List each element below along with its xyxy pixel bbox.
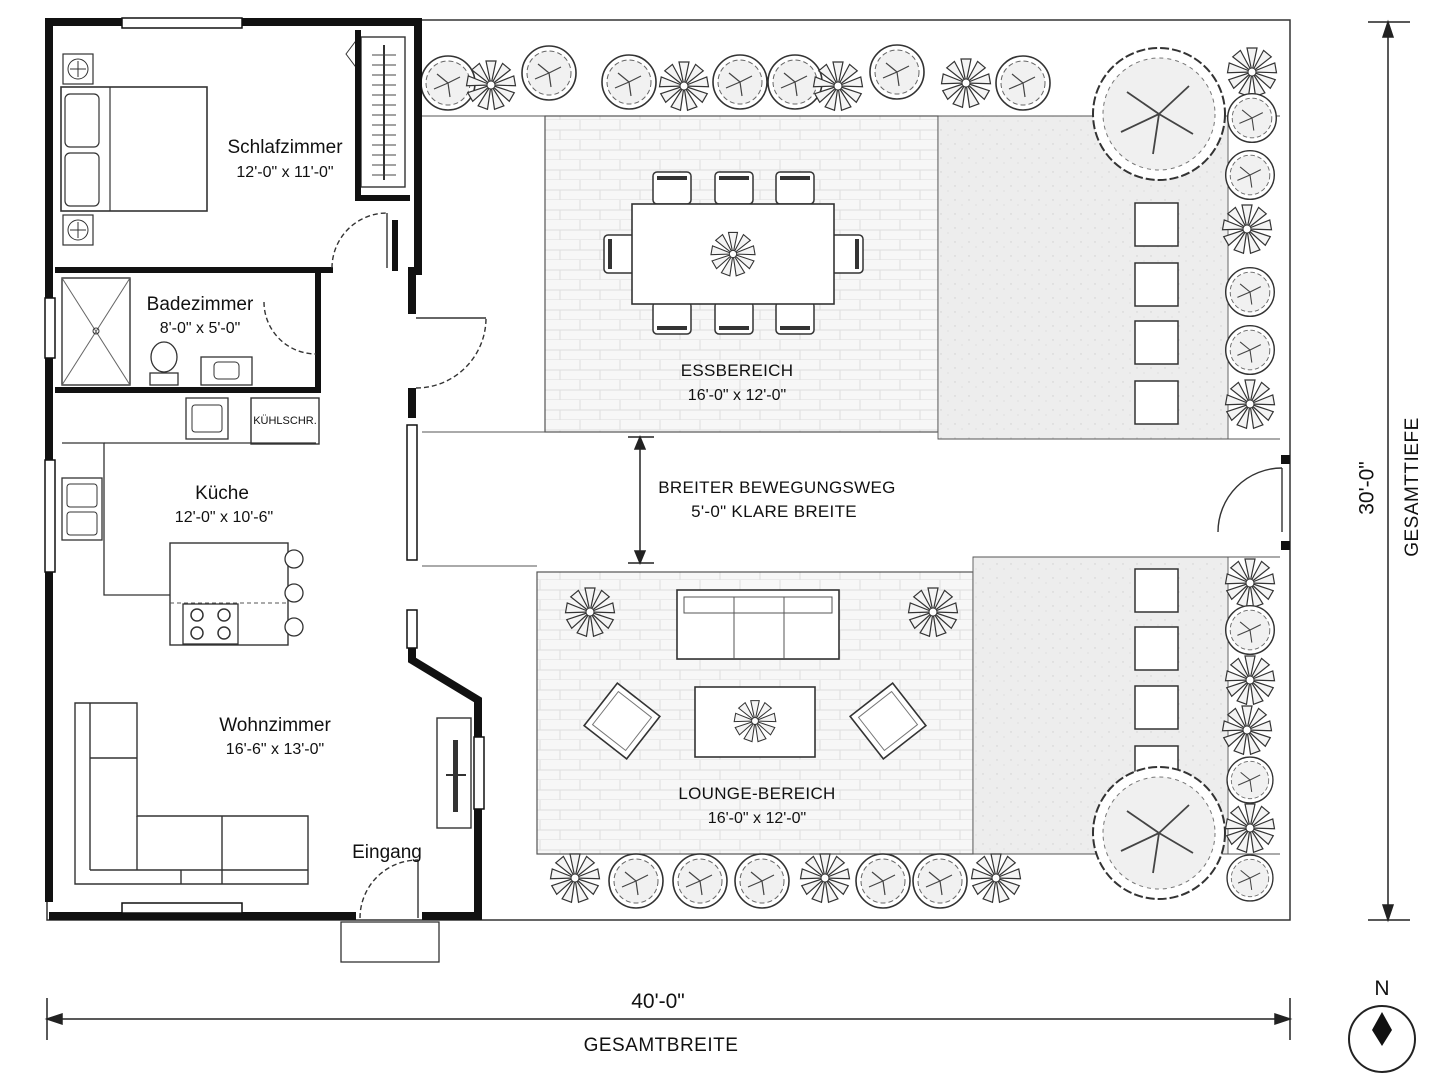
kitchen-dims: 12'-0" x 10'-6" bbox=[175, 509, 273, 526]
lounge-area-dims: 16'-0" x 12'-0" bbox=[708, 810, 806, 827]
entrance-label: Eingang bbox=[352, 842, 422, 863]
bed bbox=[60, 53, 208, 246]
large-tree-bottom bbox=[1092, 766, 1226, 900]
depth-dimension-line bbox=[1368, 19, 1410, 923]
dining-set bbox=[603, 171, 864, 335]
bedroom-dims: 12'-0" x 11'-0" bbox=[236, 164, 333, 181]
windows bbox=[44, 17, 485, 914]
bathroom-fixtures bbox=[61, 277, 253, 386]
large-tree-top bbox=[1092, 47, 1226, 181]
interior-walls bbox=[55, 30, 410, 393]
bedroom-name: Schlafzimmer bbox=[227, 137, 343, 158]
bottom-planting-row bbox=[549, 853, 1022, 909]
total-width-value: 40'-0" bbox=[631, 990, 685, 1013]
total-width-label: GESAMTBREITE bbox=[584, 1035, 739, 1056]
bathroom-dims: 8'-0" x 5'-0" bbox=[160, 320, 241, 337]
total-depth-value: 30'-0" bbox=[1356, 461, 1379, 515]
entry-step bbox=[340, 921, 440, 963]
stepping-stones-lower bbox=[1134, 568, 1179, 790]
north-arrow-icon bbox=[1348, 1005, 1416, 1073]
sofa bbox=[74, 702, 309, 885]
living-room-dims: 16'-6" x 13'-0" bbox=[226, 741, 324, 758]
walkway-note: 5'-0" KLARE BREITE bbox=[691, 502, 857, 521]
wardrobe bbox=[345, 36, 406, 188]
dining-area-name: ESSBEREICH bbox=[681, 361, 794, 380]
fridge-label: KÜHLSCHR. bbox=[253, 415, 317, 427]
doors bbox=[263, 212, 1283, 919]
walkway-name: BREITER BEWEGUNGSWEG bbox=[658, 478, 895, 497]
top-planting-row bbox=[420, 44, 1051, 111]
dining-area-dims: 16'-0" x 12'-0" bbox=[688, 387, 786, 404]
lounge-set bbox=[564, 587, 959, 761]
north-label: N bbox=[1374, 977, 1389, 1000]
right-planting-column bbox=[1221, 47, 1278, 902]
living-room-name: Wohnzimmer bbox=[219, 715, 331, 736]
width-dimension-line bbox=[44, 998, 1293, 1040]
kitchen-fixtures bbox=[61, 397, 320, 646]
bathroom-name: Badezimmer bbox=[147, 294, 254, 315]
lounge-area-name: LOUNGE-BEREICH bbox=[678, 784, 835, 803]
kitchen-name: Küche bbox=[195, 483, 249, 504]
fireplace bbox=[436, 717, 472, 829]
stepping-stones-upper bbox=[1134, 202, 1179, 425]
total-depth-label: GESAMTTIEFE bbox=[1402, 417, 1423, 557]
walkway-dimension bbox=[628, 435, 654, 565]
